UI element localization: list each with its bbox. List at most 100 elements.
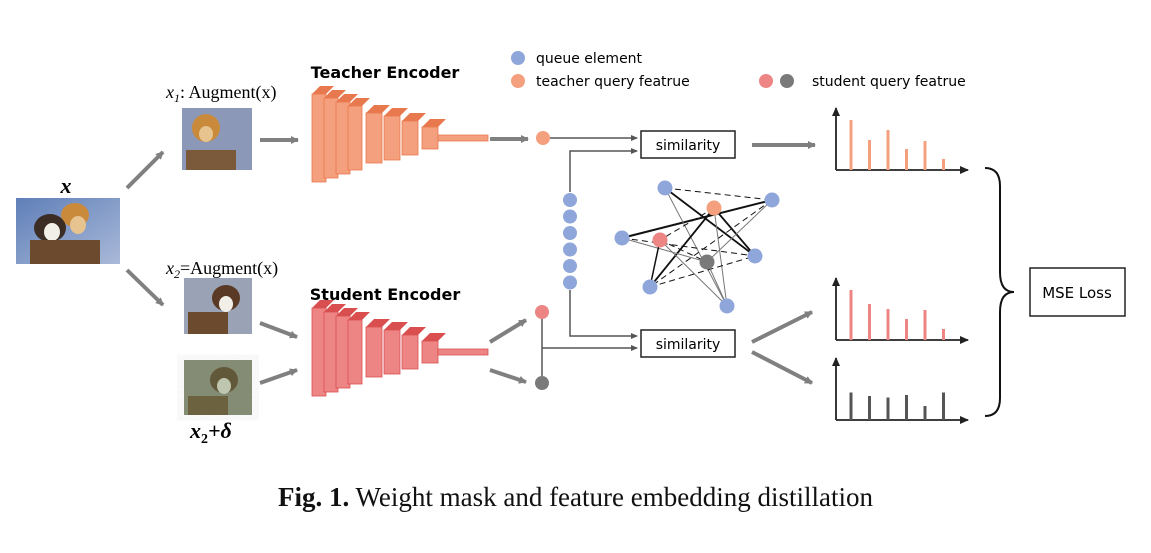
arrow-to-student-hist <box>751 310 813 344</box>
student-encoder-title: Student Encoder <box>310 285 461 304</box>
graph-edge <box>664 187 756 257</box>
mse-loss-box: MSE Loss <box>1029 267 1126 317</box>
similarity-top-label: similarity <box>656 138 721 154</box>
teacher-encoder <box>311 86 489 183</box>
graph-edge <box>706 199 773 263</box>
encoder-layer-top <box>384 322 408 330</box>
legend: queue element teacher query featrue stud… <box>511 51 966 90</box>
encoder-layer <box>347 319 363 385</box>
student-query-node <box>535 305 549 319</box>
encoder-layer-top <box>336 94 358 102</box>
encoder-layer-top <box>312 86 334 94</box>
encoder-layer <box>383 115 401 161</box>
input-image <box>16 198 120 264</box>
x1-label: x1: Augment(x) <box>165 82 277 105</box>
encoder-layer <box>383 329 401 375</box>
arrow-to-adv-hist <box>751 350 813 385</box>
queue-element <box>563 209 577 224</box>
student-adv-query-node <box>535 376 549 390</box>
graph-node-student <box>652 232 668 248</box>
graph-edge <box>664 187 773 201</box>
adversarial-similarity-histogram <box>832 357 969 424</box>
encoder-layer-top <box>402 113 426 121</box>
legend-queue-label: queue element <box>536 51 643 67</box>
mse-loss-label: MSE Loss <box>1042 284 1112 302</box>
feature-graph <box>614 180 780 314</box>
encoder-layer <box>401 334 419 370</box>
brace <box>984 167 1015 417</box>
legend-student-adv-dot <box>780 74 794 88</box>
graph-edge <box>649 199 773 288</box>
graph-edge <box>621 237 756 257</box>
teacher-similarity-histogram <box>832 107 969 174</box>
graph-node-queue <box>642 279 658 295</box>
encoder-layer <box>401 120 419 156</box>
student-encoder <box>311 300 489 397</box>
graph-edge <box>659 239 708 263</box>
graph-edge <box>659 239 728 307</box>
figure-caption: Fig. 1. Weight mask and feature embeddin… <box>0 482 1151 513</box>
legend-student-label: student query featrue <box>812 74 966 90</box>
encoder-layer-top <box>402 327 426 335</box>
encoder-layer <box>421 126 439 150</box>
graph-node-queue <box>719 298 735 314</box>
arrow-x2-to-student <box>259 321 298 339</box>
similarity-box-top: similarity <box>640 130 736 159</box>
queue-element <box>563 193 577 207</box>
input-label: x <box>60 173 72 198</box>
queue-element <box>563 242 577 257</box>
similarity-bottom-label: similarity <box>656 337 721 353</box>
encoder-layer-top <box>422 119 446 127</box>
encoder-layer-top <box>366 319 390 327</box>
teacher-encoder-title: Teacher Encoder <box>311 63 460 82</box>
legend-teacher-label: teacher query featrue <box>536 74 690 90</box>
queue-to-similarity-top <box>569 148 638 192</box>
queue-column <box>563 193 577 290</box>
legend-teacher-dot <box>511 74 525 88</box>
graph-node-queue <box>747 248 763 264</box>
encoder-layer <box>365 112 383 164</box>
student-similarity-histogram <box>832 277 969 344</box>
encoder-output-stem <box>437 134 489 142</box>
encoder-layer-top <box>324 304 346 312</box>
encoder-layer-top <box>348 98 370 106</box>
graph-edge <box>659 207 715 241</box>
arrow-student-to-query <box>488 318 528 344</box>
graph-edge <box>664 187 728 307</box>
encoder-layer <box>421 340 439 364</box>
graph-edge <box>713 207 756 257</box>
x2-label: x2=Augment(x) <box>165 258 278 281</box>
queue-to-similarity-bottom <box>569 290 638 339</box>
arrow-x2delta-to-student <box>259 368 298 385</box>
arrow-student-to-adv-query <box>489 368 527 384</box>
arrow-x-to-x2 <box>125 268 165 307</box>
encoder-layer-top <box>312 300 334 308</box>
encoder-layer-top <box>422 333 446 341</box>
graph-edge <box>706 261 728 307</box>
graph-edge <box>649 239 661 288</box>
encoder-layer-top <box>336 308 358 316</box>
queue-element <box>563 226 577 240</box>
caption-text: Weight mask and feature embedding distil… <box>355 482 873 512</box>
encoder-layer <box>347 105 363 171</box>
queue-element <box>563 259 577 273</box>
graph-edge <box>649 207 715 288</box>
legend-queue-dot <box>511 51 525 65</box>
legend-student-dot <box>759 74 773 88</box>
graph-edge <box>621 199 773 239</box>
queue-element <box>563 275 577 290</box>
teacher-query-node <box>536 131 550 145</box>
encoder-layer-top <box>384 108 408 116</box>
arrow-x-to-x1 <box>125 150 165 190</box>
x2-delta-label: x2+δ <box>189 418 232 447</box>
graph-node-queue <box>764 192 780 208</box>
x1-image <box>182 108 252 170</box>
graph-node-gray <box>699 254 715 270</box>
graph-node-queue <box>657 180 673 196</box>
x2-image <box>184 278 252 334</box>
encoder-layer <box>365 326 383 378</box>
encoder-output-stem <box>437 348 489 356</box>
graph-node-queue <box>614 230 630 246</box>
similarity-box-bottom: similarity <box>640 329 736 358</box>
